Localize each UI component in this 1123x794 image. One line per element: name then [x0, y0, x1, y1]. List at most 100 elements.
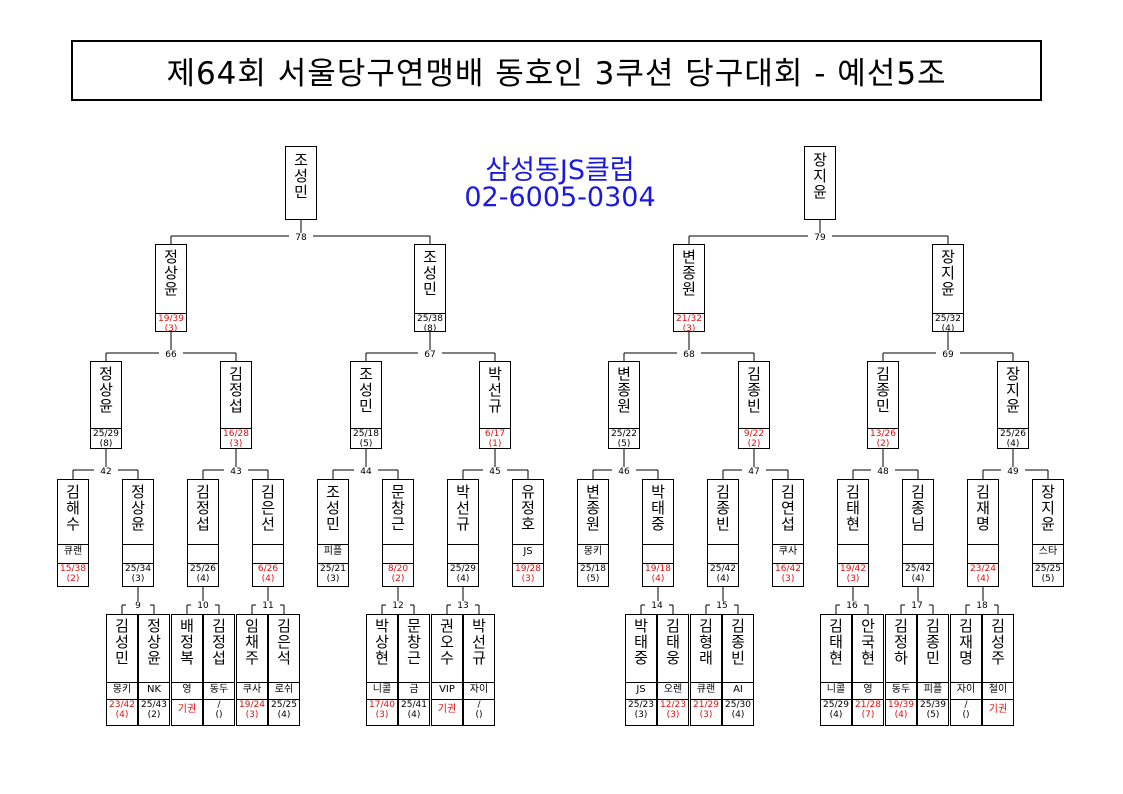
match-number: 18 [970, 601, 994, 611]
score-cell: 19/39(3) [156, 313, 186, 334]
score-cell: 8/20(2) [383, 563, 413, 584]
score: 25/43 [141, 700, 167, 710]
club-name [253, 544, 283, 560]
inning: (4) [115, 709, 129, 720]
match-number: 16 [840, 601, 864, 611]
score-cell: 6/17(1) [480, 428, 510, 449]
club-name: 몽키 [107, 682, 137, 698]
inning: (4) [1006, 438, 1020, 449]
club-name [968, 544, 998, 560]
score: 6/17 [484, 429, 506, 439]
match-number: 78 [289, 233, 313, 243]
inning: () [962, 709, 970, 720]
club-name: 동두 [886, 682, 916, 698]
club-name: 철이 [983, 682, 1013, 698]
club-name: 금 [399, 682, 429, 698]
match-number: 12 [386, 601, 410, 611]
score: 13/26 [870, 429, 896, 439]
inning: (3) [682, 323, 696, 334]
inning: (3) [666, 709, 680, 720]
score-cell: 기권 [172, 699, 202, 719]
inning: (3) [781, 573, 795, 584]
score: 25/38 [417, 314, 443, 324]
score-cell: 21/29(3) [691, 699, 721, 720]
inning: (3) [375, 709, 389, 720]
match-number: 13 [451, 601, 475, 611]
score: / [964, 700, 968, 710]
inning: (4) [651, 573, 665, 584]
match-number: 9 [126, 601, 150, 611]
club-name: AI [723, 682, 753, 698]
score: 16/42 [775, 564, 801, 574]
score: 21/29 [693, 700, 719, 710]
inning: (3) [521, 573, 535, 584]
score-cell: 25/21(3) [318, 563, 348, 584]
score-cell: 25/32(4) [933, 313, 963, 334]
match-number: 66 [159, 350, 183, 360]
club-name [838, 544, 868, 560]
score: 19/24 [239, 700, 265, 710]
score-cell: /() [464, 699, 494, 720]
score-cell: 12/23(3) [658, 699, 688, 720]
score: 23/42 [109, 700, 135, 710]
match-number: 14 [645, 601, 669, 611]
match-number: 69 [936, 350, 960, 360]
score-cell: 19/42(3) [838, 563, 868, 584]
inning: (4) [976, 573, 990, 584]
score-cell: 19/18(4) [643, 563, 673, 584]
inning: (2) [876, 438, 890, 449]
score-cell: 기권 [432, 699, 462, 719]
score-cell: /() [204, 699, 234, 720]
score: 25/21 [320, 564, 346, 574]
score-cell: 23/24(4) [968, 563, 998, 584]
score-cell: 19/28(3) [513, 563, 543, 584]
match-number: 43 [224, 467, 248, 477]
club-name [448, 544, 478, 560]
score-cell: 25/25(5) [1033, 563, 1063, 584]
score-cell: 6/26(4) [253, 563, 283, 584]
score: 25/41 [401, 700, 427, 710]
score: 25/23 [628, 700, 654, 710]
club-name: 영 [853, 682, 883, 698]
score: 19/39 [158, 314, 184, 324]
inning: (5) [1041, 573, 1055, 584]
score-cell: 25/39(5) [918, 699, 948, 720]
match-number: 17 [905, 601, 929, 611]
